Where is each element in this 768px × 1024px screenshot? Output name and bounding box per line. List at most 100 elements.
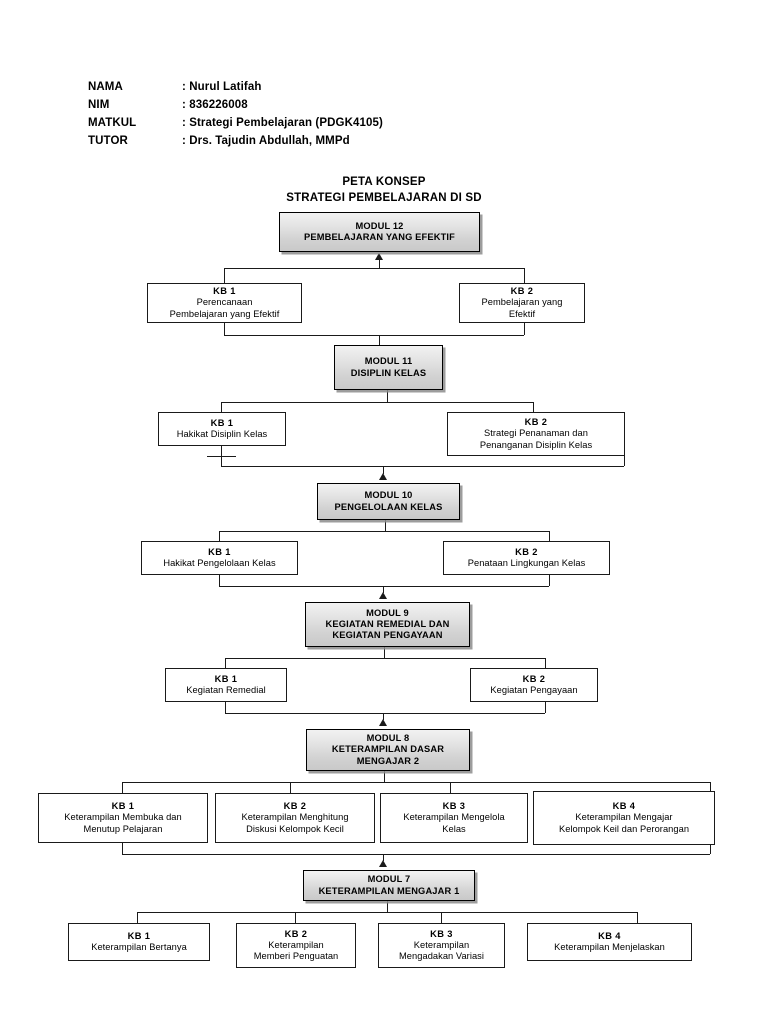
kb-number: KB 2 <box>522 673 546 684</box>
kb-number: KB 2 <box>524 417 548 427</box>
kb-box-modul-7-kb-4[interactable]: KB 4 Keterampilan Menjelaskan <box>527 923 692 961</box>
info-label-matkul: MATKUL <box>88 117 137 129</box>
kb-number: KB 3 <box>442 801 466 811</box>
arrow-to-modul-10-group <box>379 473 387 480</box>
info-value-nama: : Nurul Latifah <box>182 81 262 93</box>
kb-text-line-1: Kegiatan Remedial <box>186 685 266 695</box>
kb-box-modul-11-kb-1[interactable]: KB 1 Hakikat Disiplin Kelas <box>158 412 286 446</box>
kb-box-modul-10-kb-2[interactable]: KB 2 Penataan Lingkungan Kelas <box>443 541 610 575</box>
info-value-nim: : 836226008 <box>182 99 248 111</box>
kb-text-line-2: Kelompok Keil dan Perorangan <box>558 823 690 834</box>
kb-box-modul-7-kb-1[interactable]: KB 1 Keterampilan Bertanya <box>68 923 210 961</box>
connector-bottom-rise-right-modul-12 <box>524 323 525 335</box>
connector-top-bracket-modul-10 <box>219 531 549 532</box>
kb-number: KB 1 <box>208 546 231 557</box>
modul-8-line-1: MODUL 8 <box>366 733 410 743</box>
connector-stem-modul-10-bottom <box>385 520 386 531</box>
module-box-modul-11[interactable]: MODUL 11 DISIPLIN KELAS <box>334 345 443 390</box>
page-title-line-2: STRATEGI PEMBELAJARAN DI SD <box>286 192 482 204</box>
connector-top-bracket-modul-11 <box>221 402 533 403</box>
connector-stem-modul-7-bottom <box>387 901 388 912</box>
kb-text-line-1: Keterampilan <box>413 939 470 950</box>
modul-7-line-1: MODUL 7 <box>367 874 411 885</box>
info-label-nim: NIM <box>88 99 110 111</box>
kb-box-modul-9-kb-2[interactable]: KB 2 Kegiatan Pengayaan <box>470 668 598 702</box>
connector-top-drop-right-modul-11 <box>533 402 534 412</box>
kb-text-line-1: Hakikat Pengelolaan Kelas <box>163 558 276 568</box>
modul-10-line-2: PENGELOLAAN KELAS <box>334 501 443 512</box>
module-box-modul-7[interactable]: MODUL 7 KETERAMPILAN MENGAJAR 1 <box>303 870 475 901</box>
kb-text-line-2: Efektif <box>508 308 536 319</box>
kb-text-line-2: Menutup Pelajaran <box>83 823 163 834</box>
kb-box-modul-11-kb-2[interactable]: KB 2 Strategi Penanaman dan Penanganan D… <box>447 412 625 456</box>
kb-box-modul-12-kb-1[interactable]: KB 1 Perencanaan Pembelajaran yang Efekt… <box>147 283 302 323</box>
kb-text-line-1: Keterampilan Menjelaskan <box>554 942 665 952</box>
connector-stem-modul-12 <box>379 258 380 268</box>
modul-9-line-2: KEGIATAN REMEDIAL DAN <box>325 618 450 629</box>
arrow-to-modul-7-group <box>379 860 387 867</box>
connector-stem-modul-11-top <box>379 335 380 345</box>
kb-text-line-1: Keterampilan <box>268 939 324 950</box>
kb-box-modul-8-kb-1[interactable]: KB 1 Keterampilan Membuka dan Menutup Pe… <box>38 793 208 843</box>
modul-8-line-2: KETERAMPILAN DASAR <box>331 744 445 755</box>
page-title-line-1: PETA KONSEP <box>342 176 426 188</box>
kb-number: KB 4 <box>598 930 621 941</box>
module-box-modul-9[interactable]: MODUL 9 KEGIATAN REMEDIAL DAN KEGIATAN P… <box>305 602 470 647</box>
kb-box-modul-7-kb-3[interactable]: KB 3 Keterampilan Mengadakan Variasi <box>378 923 505 968</box>
kb-box-modul-12-kb-2[interactable]: KB 2 Pembelajaran yang Efektif <box>459 283 585 323</box>
kb-text-line-2: Memberi Penguatan <box>253 951 339 962</box>
connector-top-drop-right-modul-12 <box>524 268 525 283</box>
info-value-tutor: : Drs. Tajudin Abdullah, MMPd <box>182 135 350 147</box>
kb-box-modul-7-kb-2[interactable]: KB 2 Keterampilan Memberi Penguatan <box>236 923 356 968</box>
modul-11-line-2: DISIPLIN KELAS <box>350 367 427 378</box>
kb-number: KB 1 <box>111 801 135 811</box>
kb-text-line-1: Keterampilan Mengelola <box>403 812 505 823</box>
kb-number: KB 2 <box>515 546 538 557</box>
connector-top-drop-2-modul-8 <box>290 782 291 793</box>
connector-top-drop-1-modul-7 <box>137 912 138 923</box>
connector-top-drop-4-modul-8 <box>710 782 711 793</box>
kb-number: KB 1 <box>127 930 151 941</box>
modul-12-line-1: MODUL 12 <box>355 220 404 231</box>
kb-number: KB 1 <box>213 286 236 296</box>
modul-9-line-1: MODUL 9 <box>366 607 409 618</box>
kb-text-line-2: Pembelajaran yang Efektif <box>169 308 280 319</box>
connector-top-bracket-modul-8 <box>122 782 710 783</box>
connector-bottom-rise-left-modul-10 <box>219 575 220 586</box>
kb-text-line-1: Strategi Penanaman dan <box>484 428 588 439</box>
modul-10-line-1: MODUL 10 <box>364 490 413 501</box>
connector-stem-modul-8-up <box>383 713 384 720</box>
kb-text-line-2: Mengadakan Variasi <box>399 951 484 962</box>
kb-text-line-1: Hakikat Disiplin Kelas <box>176 429 268 439</box>
kb-box-modul-8-kb-2[interactable]: KB 2 Keterampilan Menghitung Diskusi Kel… <box>215 793 375 843</box>
connector-bottom-rise-left-modul-12 <box>224 323 225 335</box>
module-box-modul-12[interactable]: MODUL 12 PEMBELAJARAN YANG EFEKTIF <box>279 212 480 252</box>
kb-number: KB 3 <box>430 928 453 939</box>
kb-text-line-1: Kegiatan Pengayaan <box>490 685 578 695</box>
kb-text-line-2: Diskusi Kelompok Kecil <box>246 823 344 834</box>
kb-box-modul-8-kb-3[interactable]: KB 3 Keterampilan Mengelola Kelas <box>380 793 528 843</box>
kb-box-modul-9-kb-1[interactable]: KB 1 Kegiatan Remedial <box>165 668 287 702</box>
kb-number: KB 1 <box>214 673 238 684</box>
kb-text-line-1: Perencanaan <box>196 297 253 308</box>
connector-top-drop-left-modul-9 <box>225 658 226 668</box>
connector-stem-modul-9-bottom <box>384 647 385 658</box>
arrow-to-modul-9-group <box>379 592 387 599</box>
kb-text-line-1: Keterampilan Membuka dan <box>64 812 182 823</box>
kb-box-modul-10-kb-1[interactable]: KB 1 Hakikat Pengelolaan Kelas <box>141 541 298 575</box>
connector-top-drop-left-modul-12 <box>224 268 225 283</box>
connector-bottom-rise-right-modul-8 <box>710 845 711 854</box>
connector-stem-modul-10-up <box>383 466 384 474</box>
kb-text-line-1: Keterampilan Menghitung <box>241 812 349 823</box>
kb-text-line-1: Pembelajaran yang <box>481 297 563 308</box>
kb-box-modul-8-kb-4[interactable]: KB 4 Keterampilan Mengajar Kelompok Keil… <box>533 791 715 845</box>
modul-11-line-1: MODUL 11 <box>364 356 413 367</box>
connector-bottom-rise-right-modul-10 <box>549 575 550 586</box>
info-label-nama: NAMA <box>88 81 123 93</box>
module-box-modul-10[interactable]: MODUL 10 PENGELOLAAN KELAS <box>317 483 460 520</box>
connector-top-drop-right-modul-9 <box>545 658 546 668</box>
module-box-modul-8[interactable]: MODUL 8 KETERAMPILAN DASAR MENGAJAR 2 <box>306 729 470 771</box>
modul-7-line-2: KETERAMPILAN MENGAJAR 1 <box>318 885 460 896</box>
modul-12-line-2: PEMBELAJARAN YANG EFEKTIF <box>304 232 455 242</box>
kb-number: KB 4 <box>612 801 636 811</box>
